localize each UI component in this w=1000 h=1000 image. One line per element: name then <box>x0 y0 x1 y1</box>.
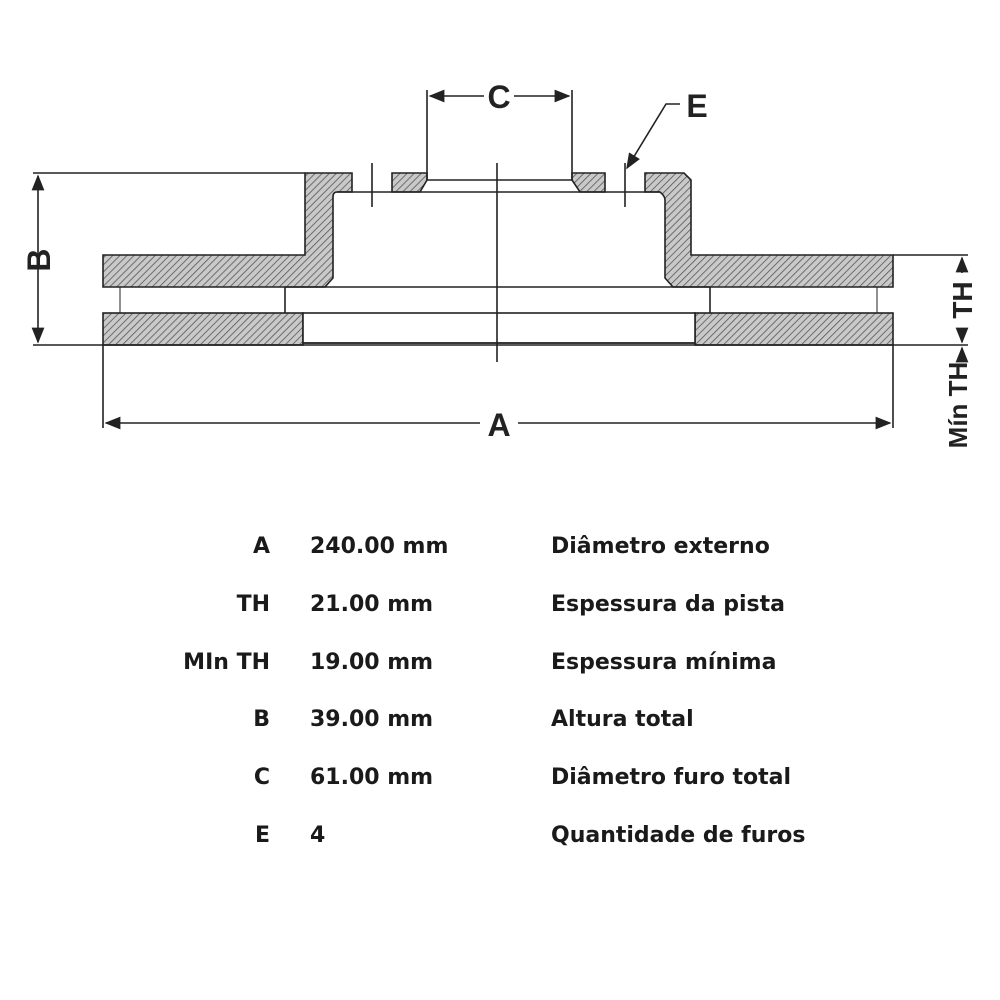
label-e: E <box>686 88 707 124</box>
brake-disc-cross-section-diagram: A B C E TH Mín TH <box>21 79 978 449</box>
spec-row: TH 21.00 mm Espessura da pista <box>0 585 1000 625</box>
hub-flange-right <box>571 172 606 193</box>
disc-lower-plate-center <box>302 312 696 344</box>
spec-row: MIn TH 19.00 mm Espessura mínima <box>0 643 1000 683</box>
label-a: A <box>487 407 510 443</box>
dimension-e-leader <box>626 103 680 170</box>
spec-row: E 4 Quantidade de furos <box>0 816 1000 856</box>
label-c: C <box>487 79 510 115</box>
spec-code: B <box>253 707 270 732</box>
spec-description: Quantidade de furos <box>551 823 806 848</box>
spec-row: B 39.00 mm Altura total <box>0 700 1000 740</box>
spec-code: TH <box>236 592 270 617</box>
spec-code: C <box>253 765 270 790</box>
spec-code: E <box>254 823 270 848</box>
spec-value: 240.00 mm <box>310 534 449 559</box>
disc-upper-plate-left <box>102 172 353 288</box>
spec-description: Espessura da pista <box>551 592 785 617</box>
spec-code: MIn TH <box>183 650 270 675</box>
spec-description: Diâmetro furo total <box>551 765 792 790</box>
disc-upper-plate-right <box>644 172 894 288</box>
label-b: B <box>21 248 57 271</box>
disc-lower-plate-left <box>102 312 304 346</box>
spec-description: Diâmetro externo <box>551 534 770 559</box>
spec-description: Altura total <box>551 707 694 732</box>
spec-code: A <box>252 534 270 559</box>
hub-flange-left <box>391 172 428 193</box>
spec-value: 4 <box>310 823 326 848</box>
spec-value: 39.00 mm <box>310 707 434 732</box>
spec-value: 21.00 mm <box>310 592 434 617</box>
disc-lower-plate-right <box>694 312 894 346</box>
spec-row: A 240.00 mm Diâmetro externo <box>0 527 1000 567</box>
spec-description: Espessura mínima <box>551 650 777 675</box>
spec-value: 61.00 mm <box>310 765 434 790</box>
spec-row: C 61.00 mm Diâmetro furo total <box>0 758 1000 798</box>
label-th: TH <box>947 281 978 318</box>
spec-value: 19.00 mm <box>310 650 434 675</box>
label-min-th: Mín TH <box>943 362 973 449</box>
